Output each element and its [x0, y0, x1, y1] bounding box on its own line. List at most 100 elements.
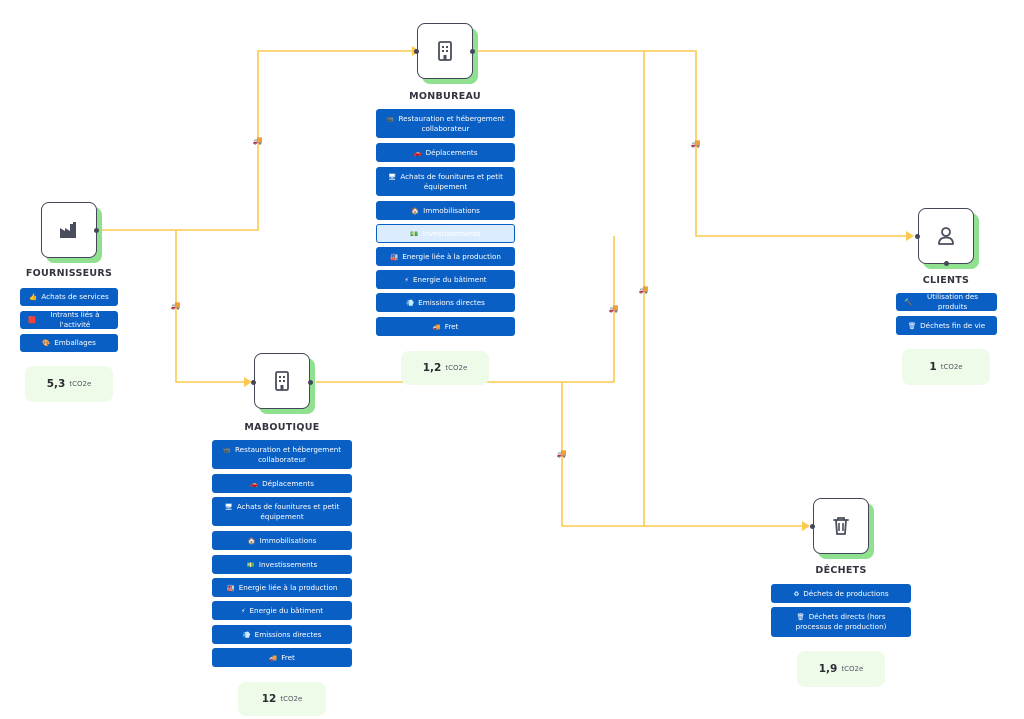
total-unit: tCO2e [445, 364, 467, 372]
recycle-icon: ♻ [793, 589, 799, 599]
car-icon: 🚗 [414, 148, 422, 158]
item-label: Déplacements [426, 148, 478, 158]
item-label: Immobilisations [423, 206, 480, 216]
maboutique-item-4[interactable]: 💵 Investissements [212, 555, 352, 574]
brick-icon: 🟥 [28, 315, 36, 325]
clients-item-1[interactable]: 🗑 Déchets fin de vie [896, 316, 997, 335]
trash-small-icon: 🗑 [796, 613, 804, 621]
maboutique-node[interactable] [254, 353, 310, 409]
fournisseurs-total: 5,3 tCO2e [25, 366, 113, 402]
clients-title: CLIENTS [886, 275, 1006, 286]
dechets-total: 1,9 tCO2e [797, 651, 885, 687]
video-camera-icon: 📹 [223, 446, 231, 454]
item-label: Intrants liés à l'activité [40, 310, 110, 330]
truck-icon: 🚚 [269, 653, 277, 663]
office-building-icon [433, 39, 457, 63]
maboutique-item-6[interactable]: ⚡ Energie du bâtiment [212, 601, 352, 620]
connector-dot [308, 380, 313, 385]
truck-icon: 🚚 [690, 139, 701, 148]
house-icon: 🏠 [248, 536, 256, 546]
fournisseurs-item-1[interactable]: 🟥 Intrants liés à l'activité [20, 311, 118, 329]
computer-icon: 🖥 [388, 173, 396, 181]
maboutique-item-8[interactable]: 🚚 Fret [212, 648, 352, 667]
money-icon: 💵 [410, 229, 418, 239]
item-label: Déchets fin de vie [920, 321, 985, 331]
item-label: Déchets directs (hors processus de produ… [796, 612, 887, 631]
item-label: Achats de founitures et petit équipement [237, 502, 340, 521]
emission-icon: 💨 [243, 630, 251, 640]
item-label: Fret [281, 653, 295, 663]
dechets-item-1[interactable]: 🗑Déchets directs (hors processus de prod… [771, 607, 911, 637]
item-label: Déchets de productions [803, 589, 888, 599]
monbureau-title: MONBUREAU [385, 91, 505, 102]
lightning-icon: ⚡ [241, 606, 246, 616]
item-label: Fret [445, 322, 459, 332]
total-unit: tCO2e [841, 665, 863, 673]
fournisseurs-title: FOURNISSEURS [9, 268, 129, 279]
thumbs-up-icon: 👍 [29, 292, 37, 302]
item-label: Achats de founitures et petit équipement [400, 172, 503, 191]
monbureau-item-2[interactable]: 🖥 Achats de founitures et petit équipemen… [376, 167, 515, 196]
maboutique-item-5[interactable]: 🏭 Energie liée à la production [212, 578, 352, 597]
monbureau-item-8[interactable]: 🚚 Fret [376, 317, 515, 336]
palette-icon: 🎨 [42, 338, 50, 348]
computer-icon: 🖥 [225, 503, 233, 511]
flow-line-maboutique-dechets [562, 382, 644, 526]
arrowhead-dechets [802, 521, 810, 531]
dechets-node[interactable] [813, 498, 869, 554]
maboutique-total: 12 tCO2e [238, 682, 326, 716]
fournisseurs-item-0[interactable]: 👍 Achats de services [20, 288, 118, 306]
monbureau-item-5[interactable]: 🏭 Energie liée à la production [376, 247, 515, 266]
item-label: Emissions directes [255, 630, 322, 640]
monbureau-item-0[interactable]: 📹Restauration et hébergement collaborate… [376, 109, 515, 138]
item-label: Immobilisations [260, 536, 317, 546]
clients-item-0[interactable]: 🔨 Utilisation des produits [896, 293, 997, 311]
connector-dot [94, 228, 99, 233]
maboutique-item-3[interactable]: 🏠 Immobilisations [212, 531, 352, 550]
truck-icon: 🚚 [170, 301, 181, 310]
monbureau-total: 1,2 tCO2e [401, 351, 489, 385]
maboutique-item-1[interactable]: 🚗 Déplacements [212, 474, 352, 493]
maboutique-item-0[interactable]: 📹Restauration et hébergement collaborate… [212, 440, 352, 469]
maboutique-title: MABOUTIQUE [222, 422, 342, 433]
lightning-icon: ⚡ [404, 275, 409, 285]
trash-small-icon: 🗑 [908, 321, 916, 331]
connector-dot [944, 261, 949, 266]
connector-dot [810, 524, 815, 529]
item-label: Energie du bâtiment [413, 275, 487, 285]
monbureau-item-4[interactable]: 💵 Investissements [376, 224, 515, 243]
user-icon [934, 224, 958, 248]
monbureau-item-3[interactable]: 🏠 Immobilisations [376, 201, 515, 220]
truck-icon: 🚚 [608, 304, 619, 313]
item-label: Déplacements [262, 479, 314, 489]
fournisseurs-node[interactable] [41, 202, 97, 258]
item-label: Investissements [259, 560, 317, 570]
fournisseurs-item-2[interactable]: 🎨 Emballages [20, 334, 118, 352]
truck-icon: 🚚 [433, 322, 441, 332]
clients-node[interactable] [918, 208, 974, 264]
monbureau-node[interactable] [417, 23, 473, 79]
total-value: 12 [262, 693, 277, 705]
connector-dot [470, 49, 475, 54]
emission-icon: 💨 [406, 298, 414, 308]
total-value: 1 [929, 361, 936, 373]
money-icon: 💵 [247, 560, 255, 570]
total-value: 1,2 [423, 362, 442, 374]
monbureau-item-7[interactable]: 💨 Emissions directes [376, 293, 515, 312]
truck-icon: 🚚 [556, 449, 567, 458]
total-value: 1,9 [819, 663, 838, 675]
item-label: Emissions directes [418, 298, 485, 308]
connector-dot [414, 49, 419, 54]
video-camera-icon: 📹 [386, 115, 394, 123]
clients-total: 1 tCO2e [902, 349, 990, 385]
maboutique-item-2[interactable]: 🖥 Achats de founitures et petit équipemen… [212, 497, 352, 526]
maboutique-item-7[interactable]: 💨 Emissions directes [212, 625, 352, 644]
item-label: Utilisation des produits [916, 292, 989, 312]
monbureau-item-6[interactable]: ⚡ Energie du bâtiment [376, 270, 515, 289]
truck-icon: 🚚 [252, 136, 263, 145]
factory-icon [57, 218, 81, 242]
dechets-item-0[interactable]: ♻ Déchets de productions [771, 584, 911, 603]
monbureau-item-1[interactable]: 🚗 Déplacements [376, 143, 515, 162]
connector-dot [251, 380, 256, 385]
total-unit: tCO2e [941, 363, 963, 371]
